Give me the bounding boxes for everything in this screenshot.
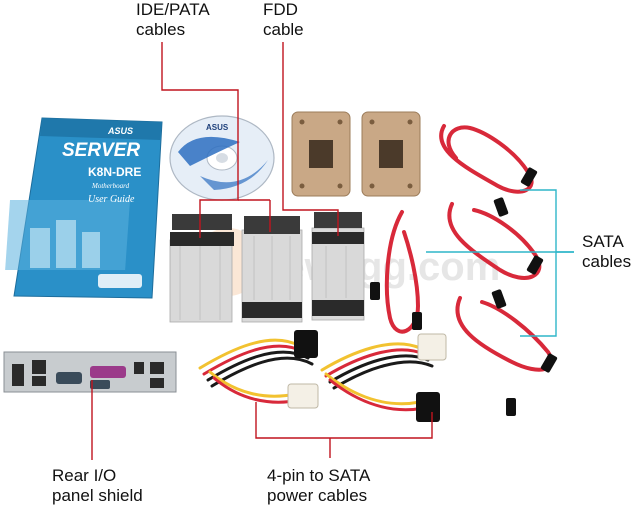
cd-brand: ASUS <box>206 123 229 132</box>
sata-cable-1 <box>439 124 534 194</box>
sata-cable-2 <box>384 210 421 334</box>
cpu-backplate-bracket-right <box>361 111 421 197</box>
rear-io-shield <box>3 351 177 393</box>
manual-model: K8N-DRE <box>88 165 141 179</box>
power-leader-line <box>255 402 433 458</box>
sata-power-cables-label: 4-pin to SATA power cables <box>267 466 371 505</box>
cpu-backplate-bracket-left <box>291 111 351 197</box>
sata-cable-4 <box>455 296 554 372</box>
rear-io-panel-shield-label: Rear I/O panel shield <box>52 466 143 505</box>
sata-connectors <box>370 167 558 416</box>
sata-cables-label: SATA cables <box>582 232 632 271</box>
manual-subtitle: Motherboard <box>91 182 130 190</box>
sata-leader-lines <box>426 189 574 337</box>
fdd-cable-label: FDD cable <box>263 0 304 39</box>
power-cable-1-sata-plug <box>294 330 318 358</box>
power-cable-2-molex <box>417 333 447 361</box>
user-guide-manual: ASUS SERVER K8N-DRE Motherboard User Gui… <box>5 117 163 299</box>
ide-leader-line <box>161 42 271 238</box>
power-cable-1-molex <box>287 383 319 409</box>
fdd-leader-line <box>282 42 339 236</box>
manual-series: SERVER <box>62 140 140 161</box>
manual-brand: ASUS <box>107 126 133 136</box>
manual-title: User Guide <box>88 194 135 205</box>
sata-cable-3 <box>447 202 542 280</box>
fdd-ribbon-cable <box>311 212 365 321</box>
power-cable-2 <box>320 342 434 412</box>
driver-cd: ASUS <box>169 115 275 201</box>
ide-ribbon-cable-2 <box>241 216 303 323</box>
ide-ribbon-cable-1 <box>169 214 234 323</box>
ide-pata-cables-label: IDE/PATA cables <box>136 0 210 39</box>
power-cable-2-sata-plug <box>416 392 440 422</box>
